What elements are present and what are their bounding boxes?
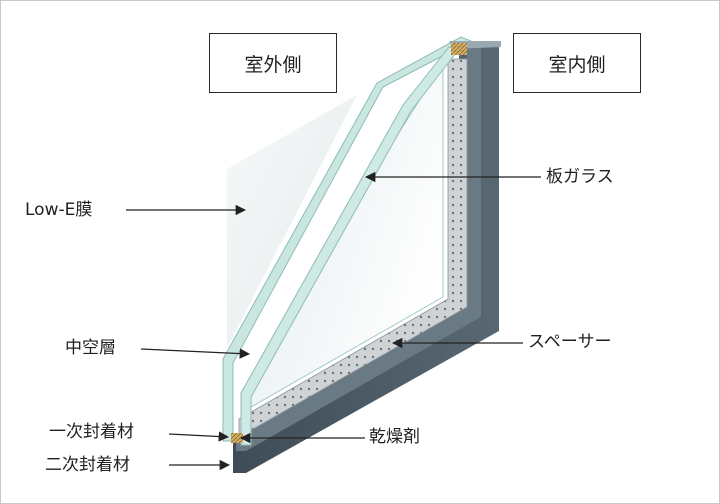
label-desiccant: 乾燥剤 [369, 427, 420, 447]
frame-front-face [236, 41, 481, 451]
indoor-side-label: 室内側 [548, 53, 606, 76]
inner-glass-edge [240, 46, 460, 446]
label-secondary-seal: 二次封着材 [45, 455, 130, 475]
outdoor-side-box: 室外側 [209, 33, 337, 93]
indoor-side-box: 室内側 [513, 33, 641, 93]
outdoor-side-label: 室外側 [244, 53, 302, 76]
label-primary-seal: 一次封着材 [49, 422, 134, 442]
low-e-film-pane [227, 95, 357, 348]
secondary-seal-frame [233, 41, 499, 473]
label-spacer: スペーサー [528, 332, 612, 352]
label-low-e: Low-E膜 [25, 200, 93, 220]
desiccant-bottom [231, 433, 243, 443]
label-air-layer: 中空層 [65, 338, 116, 358]
label-plate-glass: 板ガラス [546, 167, 614, 187]
arrow-primary-seal [168, 431, 230, 442]
arrow-air-layer [140, 348, 251, 359]
desiccant-top [451, 43, 467, 55]
